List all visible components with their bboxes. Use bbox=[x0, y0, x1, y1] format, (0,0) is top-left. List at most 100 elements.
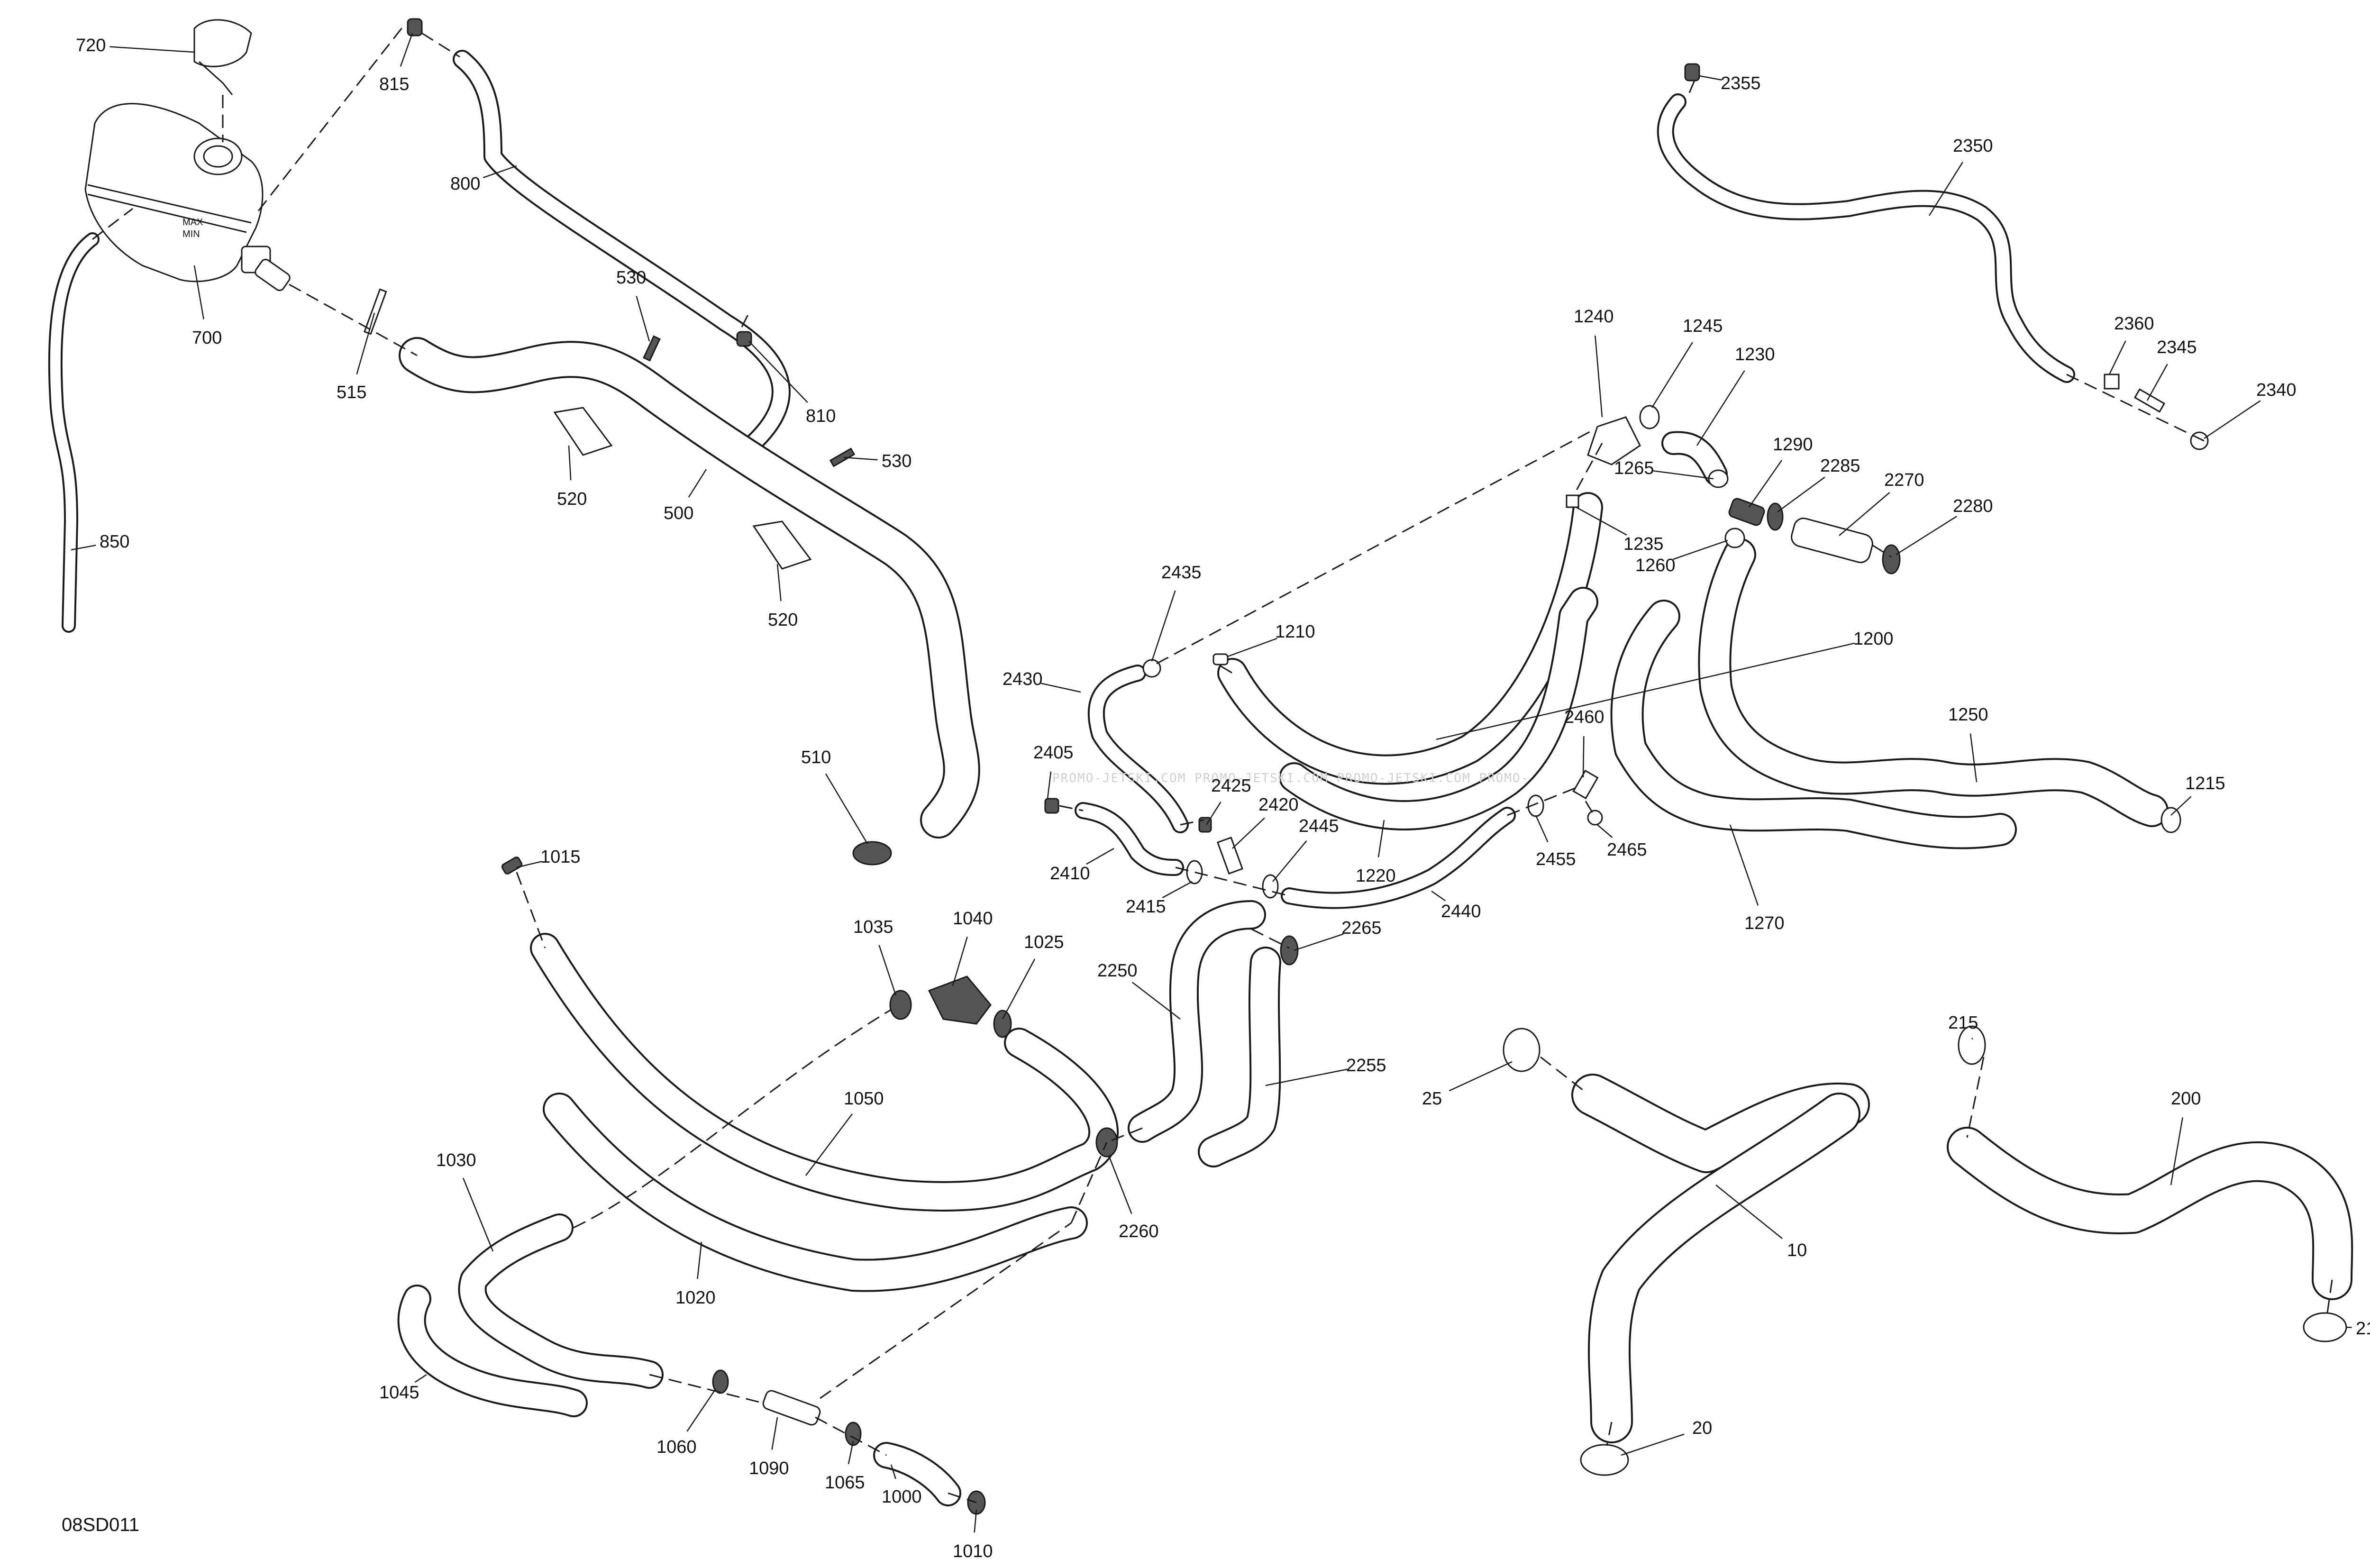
fitting-1290[interactable] bbox=[1728, 497, 1765, 527]
elbow-fitting-2460[interactable] bbox=[1572, 769, 1599, 800]
clamp-1025[interactable] bbox=[993, 1010, 1012, 1038]
callout-label-1235[interactable]: 1235 bbox=[1623, 534, 1664, 554]
clamp-20[interactable] bbox=[1580, 1444, 1629, 1476]
callout-label-2405[interactable]: 2405 bbox=[1033, 743, 1074, 763]
callout-label-815[interactable]: 815 bbox=[379, 74, 409, 94]
clamp-25[interactable] bbox=[1503, 1028, 1540, 1072]
clamp-2415[interactable] bbox=[1186, 860, 1203, 884]
callout-label-2415[interactable]: 2415 bbox=[1126, 897, 1166, 917]
callout-label-1290[interactable]: 1290 bbox=[1773, 435, 1813, 455]
hose-1270[interactable] bbox=[1610, 600, 2017, 849]
t-fitting-2420[interactable] bbox=[1217, 837, 1243, 875]
callout-label-1010[interactable]: 1010 bbox=[953, 1541, 993, 1561]
callout-label-2440[interactable]: 2440 bbox=[1441, 902, 1481, 921]
clamp-1215[interactable] bbox=[2160, 807, 2181, 833]
callout-label-2435[interactable]: 2435 bbox=[1161, 563, 1202, 583]
callout-label-1220[interactable]: 1220 bbox=[1356, 866, 1396, 886]
hose-800[interactable] bbox=[453, 50, 791, 465]
hose-1050[interactable] bbox=[530, 933, 1119, 1212]
callout-label-2265[interactable]: 2265 bbox=[1341, 918, 1382, 938]
clamp-1035[interactable] bbox=[889, 990, 912, 1020]
hose-2270[interactable] bbox=[1789, 516, 1875, 565]
nut-2360[interactable] bbox=[2104, 374, 2120, 390]
clamp-2265[interactable] bbox=[1280, 935, 1299, 966]
hose-1220[interactable] bbox=[1279, 587, 1598, 830]
hose-1250[interactable] bbox=[1698, 538, 2169, 827]
hose-2410[interactable] bbox=[1075, 802, 1184, 876]
clamp-1060[interactable] bbox=[712, 1369, 729, 1394]
hose-2350[interactable] bbox=[1657, 93, 2075, 383]
callout-label-850[interactable]: 850 bbox=[100, 532, 129, 552]
callout-label-10[interactable]: 10 bbox=[1787, 1240, 1807, 1260]
hose-support-520b[interactable] bbox=[752, 520, 812, 570]
callout-label-1020[interactable]: 1020 bbox=[675, 1288, 716, 1308]
callout-label-2425[interactable]: 2425 bbox=[1211, 776, 1251, 796]
hose-2255[interactable] bbox=[1198, 947, 1281, 1167]
clamp-510[interactable] bbox=[852, 841, 892, 866]
clip-515[interactable] bbox=[364, 288, 387, 335]
hose-10[interactable] bbox=[1571, 1074, 1870, 1443]
hose-500[interactable] bbox=[399, 337, 980, 839]
callout-label-1245[interactable]: 1245 bbox=[1683, 316, 1723, 336]
hose-1020[interactable] bbox=[543, 1093, 1088, 1292]
callout-label-20[interactable]: 20 bbox=[1692, 1418, 1712, 1438]
clamp-1235[interactable] bbox=[1566, 494, 1579, 508]
callout-label-2255[interactable]: 2255 bbox=[1346, 1056, 1386, 1076]
callout-label-2250[interactable]: 2250 bbox=[1097, 961, 1138, 981]
hose-2430[interactable] bbox=[1087, 665, 1189, 833]
hose-1030[interactable] bbox=[458, 1213, 664, 1389]
callout-label-1260[interactable]: 1260 bbox=[1635, 556, 1676, 575]
cap-2465[interactable] bbox=[1587, 810, 1603, 826]
callout-label-1045[interactable]: 1045 bbox=[379, 1383, 419, 1403]
callout-label-1035[interactable]: 1035 bbox=[853, 917, 893, 937]
callout-label-1270[interactable]: 1270 bbox=[1744, 913, 1785, 933]
plug-2340[interactable] bbox=[2190, 431, 2209, 450]
callout-label-1060[interactable]: 1060 bbox=[656, 1437, 697, 1457]
callout-label-2455[interactable]: 2455 bbox=[1536, 849, 1576, 869]
callout-label-510[interactable]: 510 bbox=[801, 748, 831, 767]
callout-label-1065[interactable]: 1065 bbox=[825, 1473, 865, 1493]
callout-label-2270[interactable]: 2270 bbox=[1884, 470, 1924, 490]
callout-label-210[interactable]: 210 bbox=[2356, 1319, 2370, 1339]
callout-label-2410[interactable]: 2410 bbox=[1050, 864, 1090, 884]
callout-label-1230[interactable]: 1230 bbox=[1735, 345, 1775, 365]
elbow-fitting-1040[interactable] bbox=[928, 975, 992, 1025]
clamp-1210[interactable] bbox=[1212, 653, 1229, 665]
callout-label-1210[interactable]: 1210 bbox=[1275, 622, 1315, 642]
fitting-1015[interactable] bbox=[501, 856, 523, 875]
coolant-reservoir[interactable]: MAX MIN bbox=[84, 103, 292, 292]
clamp-2355[interactable] bbox=[1684, 63, 1700, 82]
callout-label-1090[interactable]: 1090 bbox=[749, 1459, 789, 1478]
callout-label-2355[interactable]: 2355 bbox=[1721, 73, 1761, 93]
clamp-1265[interactable] bbox=[1708, 469, 1729, 488]
callout-label-215[interactable]: 215 bbox=[1948, 1013, 1978, 1033]
callout-label-720[interactable]: 720 bbox=[76, 36, 106, 55]
callout-label-2420[interactable]: 2420 bbox=[1258, 795, 1299, 815]
callout-label-1015[interactable]: 1015 bbox=[540, 847, 581, 867]
callout-label-2445[interactable]: 2445 bbox=[1299, 816, 1339, 836]
callout-label-25[interactable]: 25 bbox=[1422, 1089, 1442, 1109]
callout-label-2460[interactable]: 2460 bbox=[1564, 707, 1604, 727]
callout-label-530[interactable]: 530 bbox=[616, 268, 646, 288]
screw-530b[interactable] bbox=[829, 447, 856, 467]
clamp-810[interactable] bbox=[736, 331, 752, 347]
callout-label-200[interactable]: 200 bbox=[2171, 1089, 2201, 1109]
hose-1000[interactable] bbox=[873, 1442, 961, 1506]
screw-530a[interactable] bbox=[643, 335, 661, 362]
callout-label-2430[interactable]: 2430 bbox=[1003, 669, 1043, 689]
callout-label-2345[interactable]: 2345 bbox=[2157, 337, 2197, 357]
clamp-1260[interactable] bbox=[1724, 528, 1745, 548]
callout-label-1040[interactable]: 1040 bbox=[953, 909, 993, 929]
callout-label-1215[interactable]: 1215 bbox=[2185, 774, 2225, 793]
callout-label-500[interactable]: 500 bbox=[664, 503, 693, 523]
t-fitting-1090[interactable] bbox=[762, 1389, 821, 1427]
callout-label-2260[interactable]: 2260 bbox=[1119, 1222, 1159, 1241]
clamp-1245[interactable] bbox=[1639, 405, 1660, 429]
callout-label-2360[interactable]: 2360 bbox=[2114, 314, 2154, 334]
callout-label-2285[interactable]: 2285 bbox=[1820, 456, 1860, 476]
hose-2250[interactable] bbox=[1128, 900, 1266, 1143]
callout-label-530[interactable]: 530 bbox=[882, 451, 912, 471]
clamp-210[interactable] bbox=[2303, 1312, 2347, 1342]
callout-label-520[interactable]: 520 bbox=[768, 610, 798, 630]
callout-label-2465[interactable]: 2465 bbox=[1607, 840, 1647, 860]
